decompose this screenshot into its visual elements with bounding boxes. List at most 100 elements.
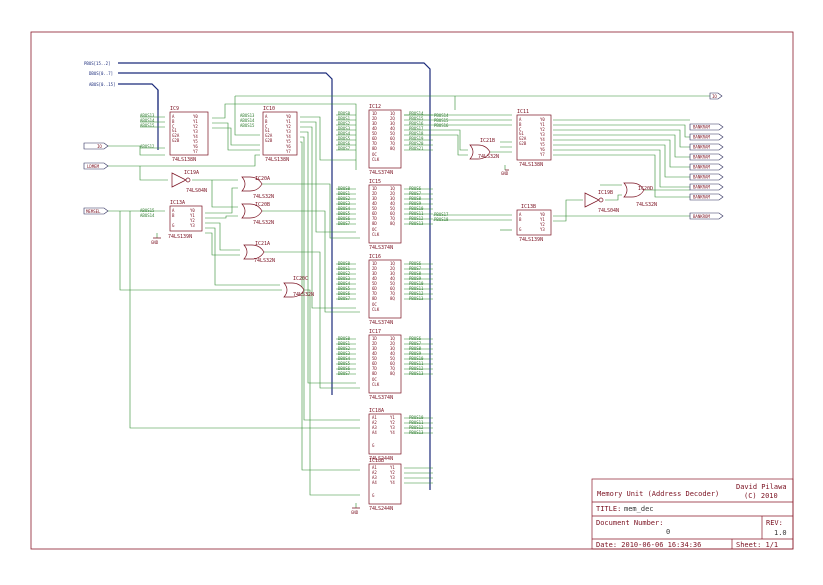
ic17-pin-4d: 4D — [372, 351, 377, 356]
ic9-pin-c: C — [172, 124, 175, 129]
ic12-net-pbus15: PBUS15 — [409, 116, 424, 121]
ic21b-type: 74LS32N — [478, 154, 499, 160]
ic10-pin-y3: Y3 — [286, 129, 291, 134]
ic17-pin-2d: 2D — [372, 341, 377, 346]
ic20c-gate — [283, 282, 305, 298]
ic16-pin-3d: 3D — [372, 271, 377, 276]
ic12-pin-6q: 6Q — [390, 136, 395, 141]
ic11-pin-y0: Y0 — [540, 117, 545, 122]
ic16-pin-5d: 5D — [372, 281, 377, 286]
port-ldmem — [83, 162, 109, 170]
ic20b-type: 74LS32N — [253, 220, 274, 226]
ic15-pin-clk: CLK — [372, 232, 380, 237]
ic12-pin-4q: 4Q — [390, 126, 395, 131]
ic12-pin-oc: OC — [372, 152, 377, 157]
ic16-pin-8q: 8Q — [390, 296, 395, 301]
wires — [108, 95, 710, 508]
ic15-pin-1d: 1D — [372, 186, 377, 191]
ic21b-label: IC21B — [480, 138, 495, 144]
ic15-pin-5d: 5D — [372, 206, 377, 211]
ic11-pin-y1: Y1 — [540, 122, 545, 127]
ic11-pin-b: B — [519, 122, 522, 127]
ic11-pin-g2b: G2B — [519, 141, 527, 146]
ic12-pin-2q: 2Q — [390, 116, 395, 121]
ic16-net-pbus6: PBUS6 — [409, 261, 422, 266]
ic17-net-pbus11: PBUS11 — [409, 361, 424, 366]
ic11-pin-y7: Y7 — [540, 152, 545, 157]
ic13a-pin-y0: Y0 — [190, 208, 195, 213]
ic11-pin-y2: Y2 — [540, 127, 545, 132]
ic9-pin-y3: Y3 — [193, 129, 198, 134]
ic9-pin-y2: Y2 — [193, 124, 198, 129]
ic16-net-dbus5: DBUS5 — [338, 286, 351, 291]
ic13b-pin-y1: Y1 — [540, 217, 545, 222]
ic15-label: IC15 — [369, 179, 381, 185]
ic16-pin-8d: 8D — [372, 296, 377, 301]
ic16-pin-7d: 7D — [372, 291, 377, 296]
ic16-pin-clk: CLK — [372, 307, 380, 312]
title-block-date: Date: 2010-06-06 16:34:36 — [596, 541, 701, 549]
ic17-net-dbus1: DBUS1 — [338, 341, 351, 346]
ic18b-pin-y4: Y4 — [390, 480, 395, 485]
ic9-pin-y5: Y5 — [193, 139, 198, 144]
port-bankram-0 — [689, 123, 724, 131]
ic18a-pin-a3: A3 — [372, 425, 377, 430]
port-io-left-label: IO — [97, 144, 102, 149]
ic13b-pin-g: G — [519, 227, 522, 232]
ic18a-net-pbus13: PBUS13 — [409, 430, 424, 435]
ic18b-type: 74LS244N — [369, 506, 393, 512]
ic15-net-dbus6: DBUS6 — [338, 216, 351, 221]
ic16-pin-4q: 4Q — [390, 276, 395, 281]
ic15-net-pbus6: PBUS6 — [409, 186, 422, 191]
ic16-net-dbus2: DBUS2 — [338, 271, 351, 276]
gnd-label-2: GND — [501, 171, 509, 176]
ic20c-label: IC20C — [293, 276, 308, 282]
ic13a-pin-y1: Y1 — [190, 213, 195, 218]
ic18a-type: 74LS244N — [369, 456, 393, 462]
title-block-sheet: Sheet: 1/1 — [736, 541, 778, 549]
title-block-title: Memory Unit (Address Decoder) — [597, 490, 719, 498]
ic18a-pin-y1: Y1 — [390, 415, 395, 420]
ic9-net-abus14: ABUS14 — [140, 118, 155, 123]
ic16-pin-1d: 1D — [372, 261, 377, 266]
or-gates — [241, 144, 645, 298]
ic9-net-abus12: ABUS12 — [140, 144, 155, 149]
ic13b-label: IC13B — [521, 204, 536, 210]
ic12-pin-8q: 8Q — [390, 146, 395, 151]
ic17-label: IC17 — [369, 329, 381, 335]
part-labels: IC9 74LS138N IC10 74LS138N IC11 74LS138N… — [151, 104, 657, 515]
ic10-pin-y5: Y5 — [286, 139, 291, 144]
ic16-net-dbus7: DBUS7 — [338, 296, 351, 301]
ic12-net-pbus19: PBUS19 — [409, 136, 424, 141]
ic18b-body — [368, 463, 402, 505]
ic18a-net-pbus10: PBUS10 — [409, 415, 424, 420]
ic12-net-dbus5: DBUS5 — [338, 136, 351, 141]
ic21a-gate — [243, 244, 265, 260]
ic20b-gate — [241, 203, 263, 219]
ic16-body — [368, 259, 402, 319]
ic17-pin-1d: 1D — [372, 336, 377, 341]
ic15-pin-3d: 3D — [372, 196, 377, 201]
ic9-pin-g2b: G2B — [172, 138, 180, 143]
ic17-type: 74LS374N — [369, 395, 393, 401]
port-bankram-3 — [689, 153, 724, 161]
ic11-pin-y4: Y4 — [540, 137, 545, 142]
ic11-type: 74LS138N — [519, 162, 543, 168]
ic18a-pin-a2: A2 — [372, 420, 377, 425]
ic16-net-dbus1: DBUS1 — [338, 266, 351, 271]
ic13a-pin-b: B — [172, 213, 175, 218]
ic9-pin-g2a: G2A — [172, 133, 180, 138]
ic10-pin-y2: Y2 — [286, 124, 291, 129]
ic17-net-pbus8: PBUS8 — [409, 346, 422, 351]
ic12-net-pbus20: PBUS20 — [409, 141, 424, 146]
ic16-net-dbus6: DBUS6 — [338, 291, 351, 296]
ic15-pin-1q: 1Q — [390, 186, 395, 191]
port-bankram-4 — [689, 163, 724, 171]
ic18a-net-pbus11: PBUS11 — [409, 420, 424, 425]
port-bankram-6 — [689, 183, 724, 191]
ic15-pin-6q: 6Q — [390, 211, 395, 216]
ic11-pin-y5: Y5 — [540, 142, 545, 147]
ic9-net-abus13: ABUS13 — [140, 113, 155, 118]
title-block-title-label: TITLE: — [596, 505, 621, 513]
chip-bodies — [169, 109, 552, 505]
